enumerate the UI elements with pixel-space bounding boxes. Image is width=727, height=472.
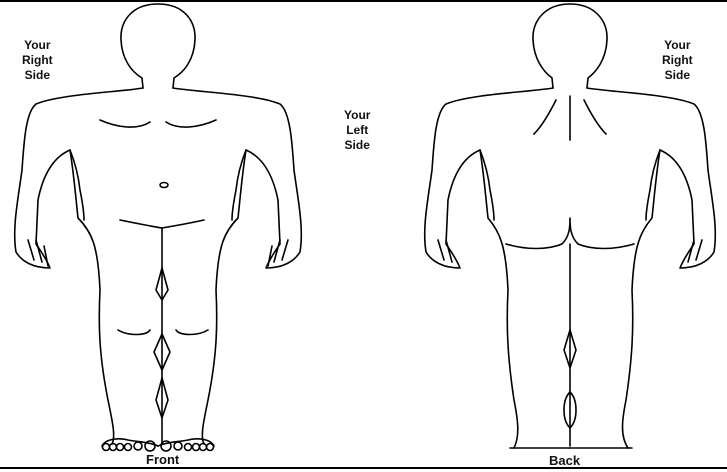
back-right-outline [587, 88, 715, 448]
front-view-label: Front [146, 452, 179, 467]
back-right-side-line-1: Your [662, 38, 693, 53]
front-right-side-line-3: Side [22, 68, 53, 83]
left-side-line-2: Left [344, 123, 370, 138]
back-right-side-label: Your Right Side [662, 38, 693, 83]
left-side-line-3: Side [344, 138, 370, 153]
back-head [533, 4, 570, 88]
back-right-side-line-3: Side [662, 68, 693, 83]
back-view-label: Back [549, 453, 580, 468]
back-left-outline [425, 88, 553, 448]
left-side-label: Your Left Side [344, 108, 370, 153]
front-right-side-line-1: Your [22, 38, 53, 53]
front-right-side-label: Your Right Side [22, 38, 53, 83]
front-right-side-line-2: Right [22, 53, 53, 68]
back-head-r [570, 4, 607, 88]
back-right-side-line-2: Right [662, 53, 693, 68]
left-side-line-1: Your [344, 108, 370, 123]
